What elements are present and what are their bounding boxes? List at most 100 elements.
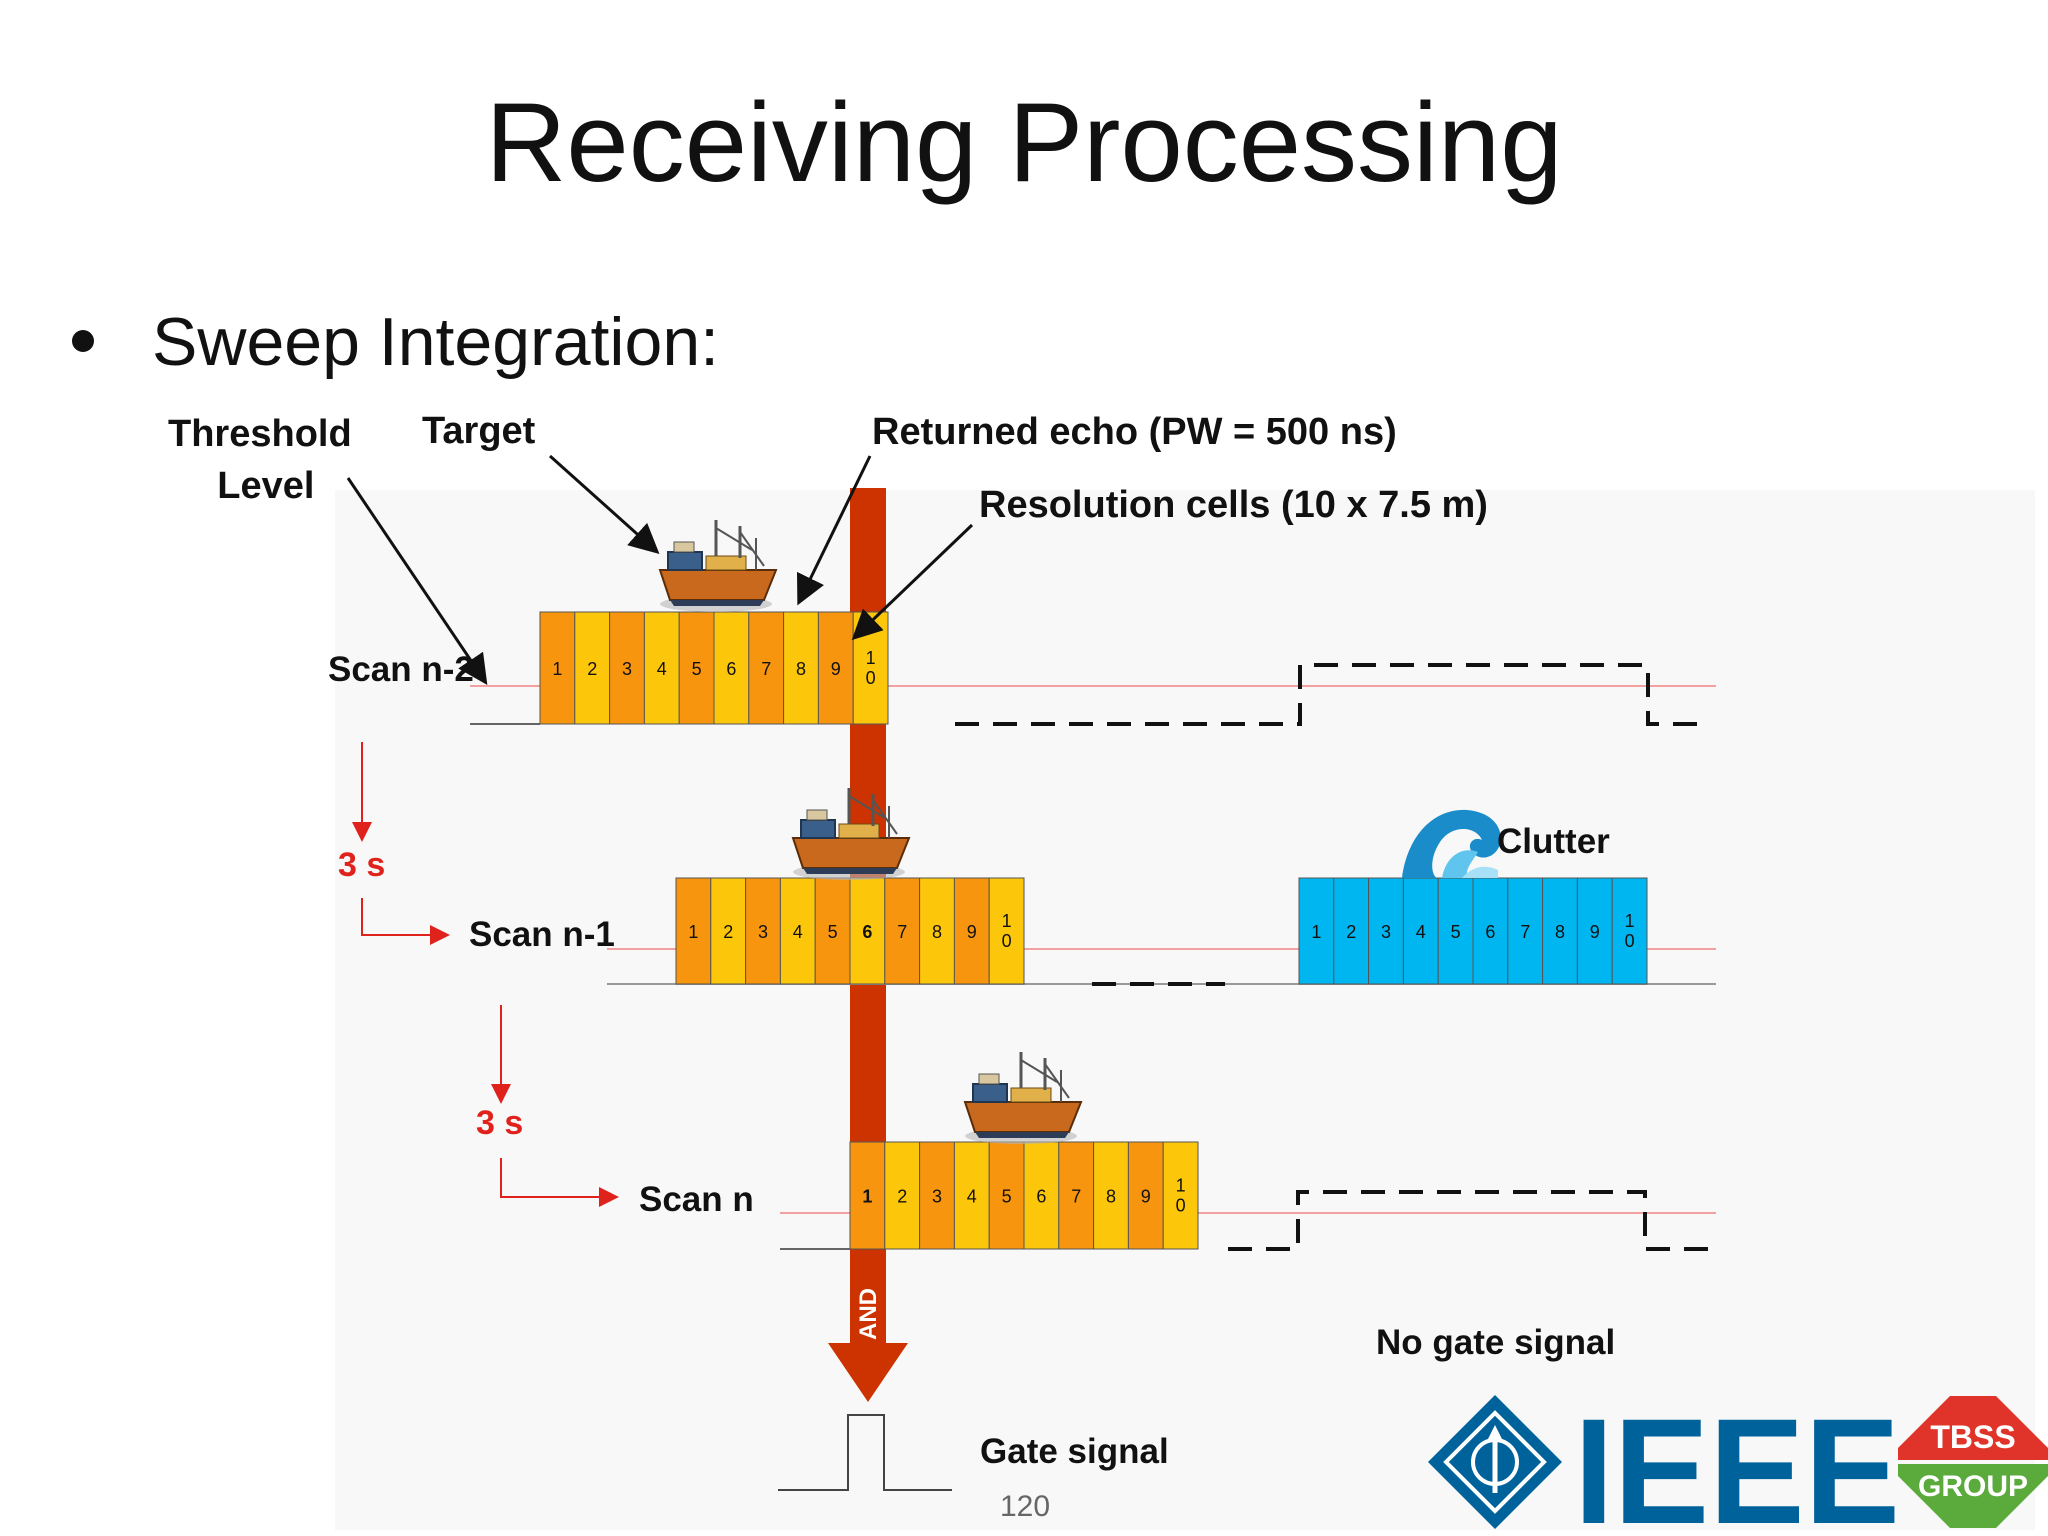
target-label: Target [422,410,536,452]
ship-icon [658,520,778,612]
scan-n2-label: Scan n-2 [328,650,474,689]
resolution-cell [988,1141,1025,1250]
resolution-cell [988,877,1025,985]
echo-pointer-arrow [797,455,872,606]
cell-number: 7 [1071,1187,1081,1207]
cell-number: 5 [692,659,702,679]
resolution-cell [1298,877,1335,985]
group-text: GROUP [1918,1470,2028,1503]
cell-number: 6 [862,922,872,942]
resolution-cell [1611,877,1648,985]
resolution-cell [953,1141,990,1250]
cell-number: 2 [1346,922,1356,942]
cell-number: 1 [688,922,698,942]
bullet-dot [72,330,94,353]
cell-number: 1 [1311,922,1321,942]
resolution-cell [814,877,851,985]
interval-label-1: 3 s [338,846,386,884]
cell-number: 8 [1555,922,1565,942]
wave-icon [1402,809,1501,878]
resolution-cell [783,611,819,725]
ship-icon [963,1052,1083,1144]
resolution-cell [817,611,854,725]
bullet-item: Sweep Integration: [72,303,719,381]
slide-title: Receiving Processing [485,80,1563,205]
ieee-wordmark: IEEE [1574,1387,1900,1536]
cell-number: 6 [726,659,736,679]
resolution-cell [1437,877,1474,985]
page-number: 120 [1000,1490,1051,1523]
threshold-pointer-arrow [346,477,488,685]
resolution-cells-label: Resolution cells (10 x 7.5 m) [979,484,1488,526]
cell-number: 8 [932,922,942,942]
gate-signal-pulse [778,1414,952,1491]
cell-number: 4 [793,922,803,942]
resolution-cell [849,1141,886,1250]
threshold-label: Threshold Level [168,408,352,512]
cell-number: 8 [1106,1187,1116,1207]
scan-n-label: Scan n [639,1180,754,1219]
cell-number: 7 [1520,922,1530,942]
cell-number: 7 [897,922,907,942]
cell-number: 3 [932,1187,942,1207]
cell-number: 4 [967,1187,977,1207]
cell-number: 2 [723,922,733,942]
resolution-cell [1093,1141,1129,1250]
cell-number: 7 [761,659,771,679]
gate-signal-label: Gate signal [980,1432,1169,1471]
resolution-cell [849,877,886,985]
resolution-cell [539,611,576,725]
and-label: AND [855,1288,882,1340]
cell-number: 5 [1451,922,1461,942]
dashed-pulse-scan-n [1228,1190,1710,1251]
cell-number: 3 [1381,922,1391,942]
resolution-cell [1127,1141,1164,1250]
cell-number: 4 [657,659,667,679]
resolution-cell [713,611,750,725]
cell-number: 3 [758,922,768,942]
resolution-cell [884,1141,921,1250]
resolution-cell [643,611,680,725]
ship-icon [791,788,911,880]
cell-number: 6 [1036,1187,1046,1207]
cell-number: 1 [862,1187,872,1207]
resolution-cell [710,877,747,985]
cell-number: 2 [897,1187,907,1207]
ieee-logo: IEEE [1428,1387,1900,1536]
dashed-pulse-scan-n2 [955,663,1710,726]
scan-n1-label: Scan n-1 [469,915,615,954]
returned-echo-label: Returned echo (PW = 500 ns) [872,411,1397,453]
resolution-cell [745,877,781,985]
cell-number: 1 [552,659,562,679]
tbss-badge-red [1898,1396,2048,1460]
resolution-cell [1058,1141,1095,1250]
resolution-cell [1162,1141,1199,1250]
cell-number: 2 [587,659,597,679]
resolution-cell [675,877,712,985]
bullet-text: Sweep Integration: [152,304,720,380]
cell-number: 9 [1141,1187,1151,1207]
echo-beam-arrowhead [828,1343,908,1402]
tbss-text: TBSS [1930,1419,2015,1455]
cell-number: 5 [1002,1187,1012,1207]
tbss-badge-green [1898,1464,2048,1528]
cell-number: 4 [1416,922,1426,942]
resolution-cell [678,611,715,725]
threshold-label-line2: Level [217,465,315,507]
resolution-cell [919,877,955,985]
target-pointer-arrow [548,454,660,555]
tbss-logo: TBSS GROUP [1898,1396,2048,1528]
resolution-cell [953,877,990,985]
cell-number: 9 [1590,922,1600,942]
no-gate-signal-label: No gate signal [1376,1323,1616,1362]
cell-number: 5 [828,922,838,942]
